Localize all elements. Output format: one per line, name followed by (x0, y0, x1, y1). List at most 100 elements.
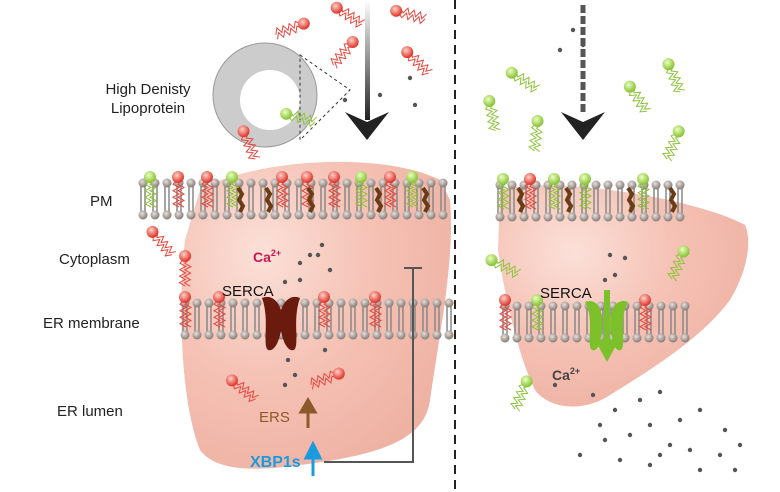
lipid-head (567, 212, 577, 222)
lipid-head (531, 212, 541, 222)
lipid-head (524, 173, 536, 185)
phospholipid-green-icon (485, 254, 521, 279)
calcium-ion-dot (657, 389, 663, 395)
lipid-head (524, 301, 534, 311)
lipid-tail (148, 180, 158, 208)
lipid-head (548, 333, 558, 343)
lipid-head (507, 212, 517, 222)
lipid-tail (217, 300, 227, 328)
lipid-head (520, 375, 533, 388)
calcium-ion-dot (617, 457, 623, 463)
cholesterol-icon (374, 186, 384, 213)
phospholipid-green-icon (483, 95, 501, 131)
lipid-head (384, 330, 394, 340)
phospholipid-red-icon (178, 250, 192, 287)
lipid-head (226, 171, 238, 183)
lipid-head (390, 210, 400, 220)
lipid-head (396, 298, 406, 308)
lipid-head (369, 291, 381, 303)
lipid-head (258, 210, 268, 220)
lipid-head (627, 212, 637, 222)
calcium-ion-dot (597, 422, 603, 428)
lipid-head (378, 210, 388, 220)
lipid-head (656, 333, 666, 343)
lipid-head (355, 171, 367, 183)
lipid-head (507, 180, 517, 190)
lipid-head (579, 173, 591, 185)
lipid-head (146, 225, 159, 238)
lipid-head (560, 301, 570, 311)
lipid-tail (317, 300, 327, 328)
lipid-head (414, 210, 424, 220)
lipid-head (150, 210, 160, 220)
lipid-head (346, 36, 359, 49)
lipid-head (186, 210, 196, 220)
lipid-tail (671, 255, 686, 282)
lipid-head (318, 210, 328, 220)
lipid-tail (178, 300, 188, 328)
phospholipid-red-icon (327, 171, 342, 208)
phospholipid-red-icon (638, 294, 653, 331)
lipid-head (384, 171, 396, 183)
phospholipid-red-icon (401, 46, 433, 76)
calcium-ion-dot (602, 437, 608, 443)
lipid-head (512, 301, 522, 311)
phospholipid-red-icon (523, 173, 538, 210)
lipid-head (668, 301, 678, 311)
lipid-head (438, 210, 448, 220)
lipid-tail (178, 259, 187, 287)
lipid-head (402, 210, 412, 220)
hdl-particle (212, 42, 351, 148)
lipid-head (318, 178, 328, 188)
lipid-head (680, 333, 690, 343)
lipid-head (228, 330, 238, 340)
cytoplasm-label: Cytoplasm (59, 251, 130, 268)
lipid-head (301, 171, 313, 183)
lipid-head (222, 210, 232, 220)
phospholipid-green-icon (225, 171, 240, 208)
lipid-head (312, 298, 322, 308)
calcium-ion-dot (297, 277, 303, 283)
phospholipid-red-icon (200, 171, 215, 208)
lipid-tail (398, 11, 426, 25)
lipid-head (632, 333, 642, 343)
lipid-head (579, 212, 589, 222)
lipid-head (675, 180, 685, 190)
lipid-head (342, 178, 352, 188)
xbp1s-label: XBP1s (250, 454, 301, 471)
lipid-tail (200, 180, 210, 208)
lipid-head (246, 210, 256, 220)
hdl-uptake-arrow-left (345, 0, 389, 140)
lipid-tail (503, 303, 513, 331)
serca-label-left: SERCA (222, 283, 274, 300)
lipid-tail (143, 180, 153, 208)
lipid-head (366, 210, 376, 220)
lipid-head (499, 294, 511, 306)
calcium-ion-dot (580, 42, 586, 48)
calcium-ion-dot (717, 452, 723, 458)
lipid-tail (514, 385, 529, 412)
lipid-head (651, 180, 661, 190)
lipid-head (572, 301, 582, 311)
calcium-ion-dot (282, 382, 288, 388)
phospholipid-green-icon (623, 80, 652, 113)
lipid-head (438, 178, 448, 188)
lipid-head (186, 178, 196, 188)
lipid-head (179, 291, 191, 303)
phospholipid-red-icon (237, 125, 261, 160)
lipid-tail (400, 7, 427, 20)
lipid-head (663, 212, 673, 222)
lipid-head (675, 212, 685, 222)
calcium-ion-dot (322, 347, 328, 353)
lipid-tail (156, 233, 176, 254)
lipid-tail (334, 46, 353, 69)
lipid-tail (547, 182, 557, 210)
lipid-head (280, 107, 293, 120)
lipid-head (637, 173, 649, 185)
lipid-head (632, 301, 642, 311)
lipid-head (426, 178, 436, 188)
lipid-head (354, 210, 364, 220)
lipid-head (560, 333, 570, 343)
lipid-head (300, 330, 310, 340)
